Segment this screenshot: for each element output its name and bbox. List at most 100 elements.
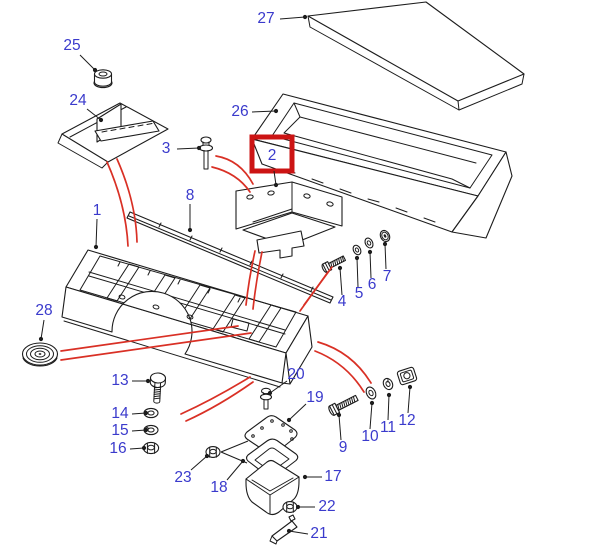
callout-3-label: 3 [162, 140, 171, 157]
part-25-grommet [93, 69, 113, 89]
callout-27-label: 27 [257, 10, 274, 27]
callout-2-dot [273, 182, 279, 188]
part-22-nut [282, 501, 298, 513]
part-23-nut [205, 446, 221, 458]
red-connector-3 [215, 155, 254, 185]
callout-1-label: 1 [93, 202, 102, 219]
part-11-washer [382, 377, 394, 391]
callout-5-label: 5 [355, 285, 364, 302]
callout-27-dot [302, 14, 308, 20]
callout-20-dot [267, 390, 273, 396]
callout-12-dot [407, 384, 413, 390]
callout-7-leader-1 [384, 243, 387, 270]
red-connector-8 [299, 271, 329, 312]
callout-10-dot [369, 400, 375, 406]
callout-13-label: 13 [111, 372, 128, 389]
callout-22-dot [295, 504, 301, 510]
callout-23-label: 23 [174, 469, 191, 486]
red-connector-6 [252, 251, 263, 310]
part-24-bracket [57, 102, 169, 169]
red-connector-9 [60, 325, 239, 352]
callout-5-dot [354, 255, 360, 261]
part-12-nut-plate [396, 366, 418, 386]
callout-4-label: 4 [338, 293, 347, 310]
callout-22-label: 22 [318, 498, 335, 515]
callout-1-leader-1 [95, 218, 98, 248]
callout-20-label: 20 [287, 366, 305, 383]
callout-23-leader-1 [190, 455, 208, 471]
callout-24-label: 24 [69, 92, 87, 109]
callout-28-leader-1 [40, 319, 45, 340]
callout-20-leader-1 [269, 380, 288, 394]
callout-23-leader-3 [220, 451, 248, 464]
red-connector-11 [180, 376, 251, 415]
part-17-tub [245, 459, 300, 516]
callout-25-dot [92, 67, 98, 73]
part-13-bolt [149, 372, 167, 404]
callout-9-leader-1 [338, 414, 342, 441]
callout-12-label: 12 [398, 412, 415, 429]
red-connector-14 [314, 350, 365, 393]
callout-1-dot [93, 244, 99, 250]
callout-15-leader-1 [131, 429, 147, 432]
callout-5-leader-1 [356, 257, 359, 288]
callout-11-dot [386, 392, 392, 398]
red-connector-13 [317, 341, 372, 384]
callout-18-label: 18 [210, 479, 227, 496]
highlight-box-part-2 [249, 134, 295, 174]
callout-13-dot [145, 378, 151, 384]
part-8-rail [126, 211, 334, 304]
callout-15-label: 15 [111, 422, 128, 439]
callout-4-dot [337, 265, 343, 271]
callout-21-leader-1 [288, 530, 309, 535]
red-connector-10 [60, 332, 252, 361]
red-connector-layer [60, 155, 372, 422]
callout-14-leader-1 [131, 412, 147, 415]
callout-12-leader-1 [407, 386, 411, 414]
callout-21-label: 21 [310, 525, 327, 542]
part-5-washer [352, 244, 362, 256]
callout-3-leader-1 [176, 147, 200, 150]
callout-11-leader-1 [387, 394, 390, 421]
part-21-bracket [269, 514, 298, 545]
part-1-floor-assembly [61, 249, 313, 388]
callout-28-dot [38, 336, 44, 342]
callout-16-leader-1 [129, 447, 145, 450]
callout-16-dot [141, 445, 147, 451]
callout-10-leader-1 [369, 402, 373, 430]
callout-10-label: 10 [361, 428, 379, 445]
callout-2-leader-1 [273, 170, 277, 186]
callout-16-label: 16 [109, 440, 126, 457]
callout-27-leader-1 [279, 16, 306, 20]
callout-15-dot [143, 427, 149, 433]
callout-4-leader-1 [339, 267, 343, 296]
callout-11-label: 11 [380, 419, 396, 436]
callout-14-dot [143, 410, 149, 416]
part-26-tray [251, 93, 513, 239]
part-27-cover [307, 1, 525, 111]
part-10-washer [365, 386, 377, 400]
part-2-mounting-box [235, 181, 343, 259]
callout-8-dot [187, 227, 193, 233]
callout-19-leader-1 [288, 403, 307, 421]
callout-7-dot [382, 241, 388, 247]
callout-19-label: 19 [306, 389, 323, 406]
callout-17-dot [302, 474, 308, 480]
part-3-rivet [198, 136, 214, 170]
callout-3-dot [196, 145, 202, 151]
callout-26-leader-1 [251, 110, 277, 113]
callout-25-leader-1 [79, 54, 96, 71]
callout-28-label: 28 [35, 302, 52, 319]
callout-21-dot [286, 528, 292, 534]
callout-26-dot [273, 108, 279, 114]
callout-9-label: 9 [339, 439, 348, 456]
callout-6-leader-1 [369, 251, 372, 279]
callout-9-dot [336, 412, 342, 418]
part-28-grommet [21, 342, 59, 367]
callout-25-label: 25 [63, 37, 80, 54]
callout-18-leader-1 [226, 460, 244, 481]
highlight-layer [249, 134, 295, 174]
callout-8-label: 8 [186, 187, 195, 204]
